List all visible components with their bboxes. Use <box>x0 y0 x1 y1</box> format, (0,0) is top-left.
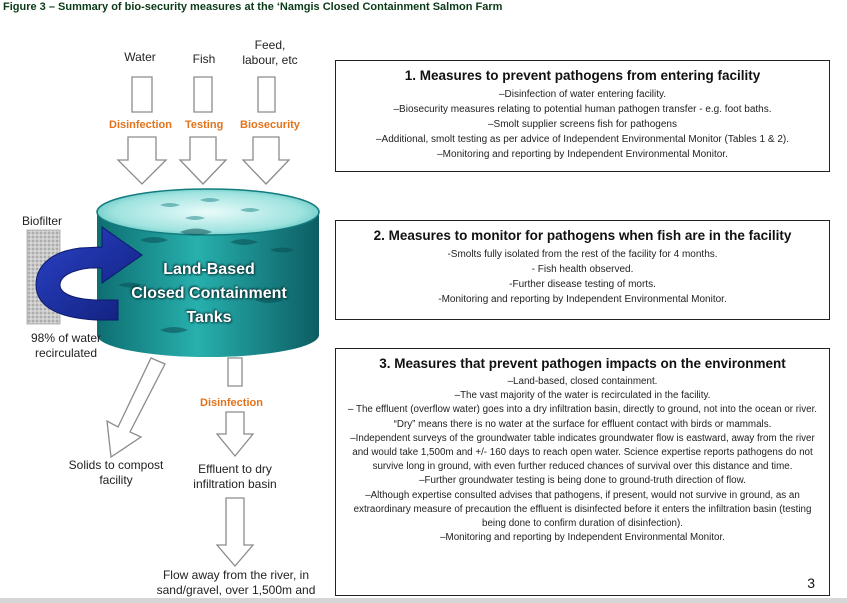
box-2-line: -Monitoring and reporting by Independent… <box>438 294 727 305</box>
solids-label: Solids to compost facility <box>68 458 164 487</box>
fish-label: Fish <box>192 52 216 66</box>
water-label: Water <box>124 50 156 64</box>
flow-label: Flow away from the river, in sand/gravel… <box>156 568 316 597</box>
box-2-lines: -Smolts fully isolated from the rest of … <box>336 247 829 307</box>
box-2-line: -Smolts fully isolated from the rest of … <box>447 249 718 260</box>
effluent-arrow-bottom <box>215 411 255 458</box>
testing-stage: Testing <box>185 119 224 131</box>
page-number: 3 <box>807 575 815 591</box>
tank-label-line-3: Tanks <box>186 309 232 326</box>
box-3-line: –Although expertise consulted advises th… <box>353 489 812 530</box>
box-3-line: –Independent surveys of the groundwater … <box>350 432 815 473</box>
box-3-line: –Further groundwater testing is being do… <box>419 475 746 487</box>
box-1-title: 1. Measures to prevent pathogens from en… <box>404 68 761 83</box>
biofilter-label: Biofilter <box>22 214 63 228</box>
box-1-line: –Additional, smolt testing as per advice… <box>375 134 789 145</box>
box-3-line: –Monitoring and reporting by Independent… <box>440 532 725 544</box>
tank <box>96 188 320 357</box>
solids-arrow <box>106 357 166 459</box>
box-2-line: -Further disease testing of morts. <box>509 279 656 290</box>
figure-title: Figure 3 – Summary of bio-security measu… <box>3 1 503 13</box>
box-1-line: –Disinfection of water entering facility… <box>498 89 667 100</box>
tank-label-line-1: Land-Based <box>163 261 255 278</box>
box-1-line: –Biosecurity measures relating to potent… <box>393 104 772 115</box>
input-arrow-feed <box>241 76 291 185</box>
feed-labour-label: Feed, labour, etc <box>242 38 298 67</box>
box-2-title: 2. Measures to monitor for pathogens whe… <box>373 228 792 243</box>
recirculation-arrow <box>35 226 143 321</box>
box-2-line: - Fish health observed. <box>531 264 634 275</box>
tank-label: Land-Based Closed Containment Tanks <box>112 258 306 330</box>
input-arrow-fish <box>178 76 228 185</box>
box-1-lines: –Disinfection of water entering facility… <box>336 87 829 162</box>
input-arrow-water <box>116 76 168 185</box>
effluent-arrow-top <box>227 357 243 387</box>
measures-box-2: 2. Measures to monitor for pathogens whe… <box>335 220 830 320</box>
flow-arrow <box>215 497 255 567</box>
box-3-line: –Land-based, closed containment. <box>507 376 658 387</box>
effluent-disinfection-stage: Disinfection <box>200 397 263 409</box>
box-3-lines: –Land-based, closed containment. –The va… <box>336 375 829 545</box>
disinfection-stage: Disinfection <box>109 119 172 131</box>
box-1-line: –Monitoring and reporting by Independent… <box>437 149 728 160</box>
biosecurity-stage: Biosecurity <box>240 119 300 131</box>
page-bottom-divider <box>0 598 847 603</box>
measures-box-1: 1. Measures to prevent pathogens from en… <box>335 60 830 172</box>
measures-box-3: 3. Measures that prevent pathogen impact… <box>335 348 830 596</box>
box-1-line: –Smolt supplier screens fish for pathoge… <box>488 119 677 130</box>
box-3-line: –The vast majority of the water is recir… <box>454 390 711 402</box>
box-3-title: 3. Measures that prevent pathogen impact… <box>379 356 786 371</box>
effluent-label: Effluent to dry infiltration basin <box>193 462 277 491</box>
box-3-line: – The effluent (overflow water) goes int… <box>347 404 818 430</box>
recirculated-label: 98% of water recirculated <box>30 331 102 360</box>
tank-label-line-2: Closed Containment <box>131 285 287 302</box>
